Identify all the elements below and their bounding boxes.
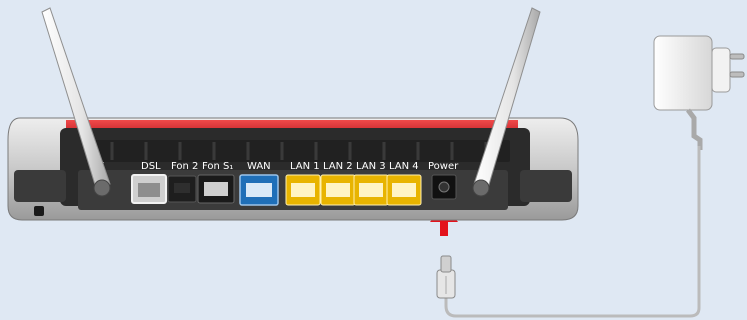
lan1-port: [285, 174, 321, 206]
port-label-lan1: LAN 1: [290, 161, 320, 172]
power-cable: [444, 146, 701, 318]
fon2-port: [167, 175, 197, 203]
port-label-fon2: Fon 2: [171, 161, 198, 172]
fons1-port: [197, 174, 235, 204]
port-label-lan3: LAN 3: [356, 161, 386, 172]
port-label-wan: WAN: [247, 161, 271, 172]
dsl-port: [131, 174, 167, 204]
port-label-fons1: Fon S₁: [202, 161, 233, 172]
lan4-port: [386, 174, 422, 206]
lan3-port: [353, 174, 389, 206]
antenna-icon: [472, 7, 541, 197]
port-label-lan4: LAN 4: [389, 161, 419, 172]
lan2-port: [320, 174, 356, 206]
antenna-icon: [41, 7, 111, 197]
power-plug-icon: [436, 255, 456, 299]
power-port: [431, 174, 457, 200]
wan-port: [239, 174, 279, 206]
port-label-power: Power: [428, 161, 459, 172]
port-label-dsl: DSL: [141, 161, 161, 172]
power-adapter-icon: [653, 35, 745, 150]
port-label-lan2: LAN 2: [323, 161, 353, 172]
